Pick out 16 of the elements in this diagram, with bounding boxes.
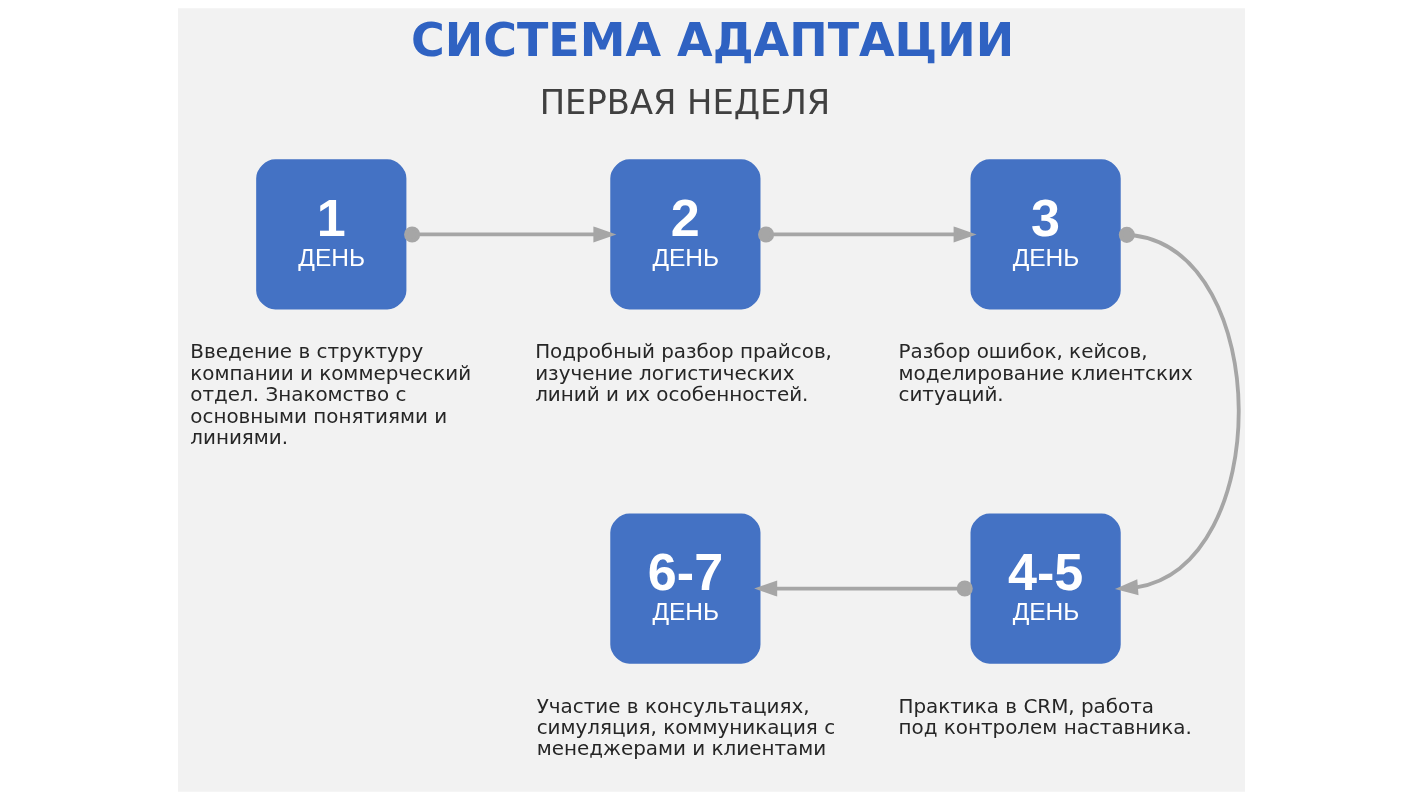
node-label: Участие в консультациях, симуляция, коммуникация с менеджерами и клиентами — [536, 694, 835, 761]
diagram-title: СИСТЕМА АДАПТАЦИИ — [410, 12, 1014, 67]
node-box: 4-5 ДЕНЬ — [970, 513, 1121, 664]
node-label: Разбор ошибок, кейсов, моделирование клиентских ситуаций. — [897, 340, 1193, 407]
node-label: Практика в CRM, работа под контролем наставника. — [897, 694, 1192, 740]
node-box: 3 ДЕНЬ — [970, 159, 1121, 310]
node-label: Введение в структуру компании и коммерческий отдел. Знакомство с основными понятиями и линиями. — [189, 340, 471, 450]
arrow — [753, 580, 973, 597]
arrow — [757, 226, 977, 243]
label: ПЕРВАЯ НЕДЕЛЯ — [539, 82, 830, 122]
arrow — [1114, 226, 1240, 596]
node-box: 6-7 ДЕНЬ — [609, 513, 760, 664]
arrow — [403, 226, 616, 243]
node-label: Подробный разбор прайсов, изучение логистических линий и их особенностей. — [534, 340, 832, 407]
node-box: 1 ДЕНЬ — [255, 159, 406, 310]
node-box: 2 ДЕНЬ — [609, 159, 760, 310]
